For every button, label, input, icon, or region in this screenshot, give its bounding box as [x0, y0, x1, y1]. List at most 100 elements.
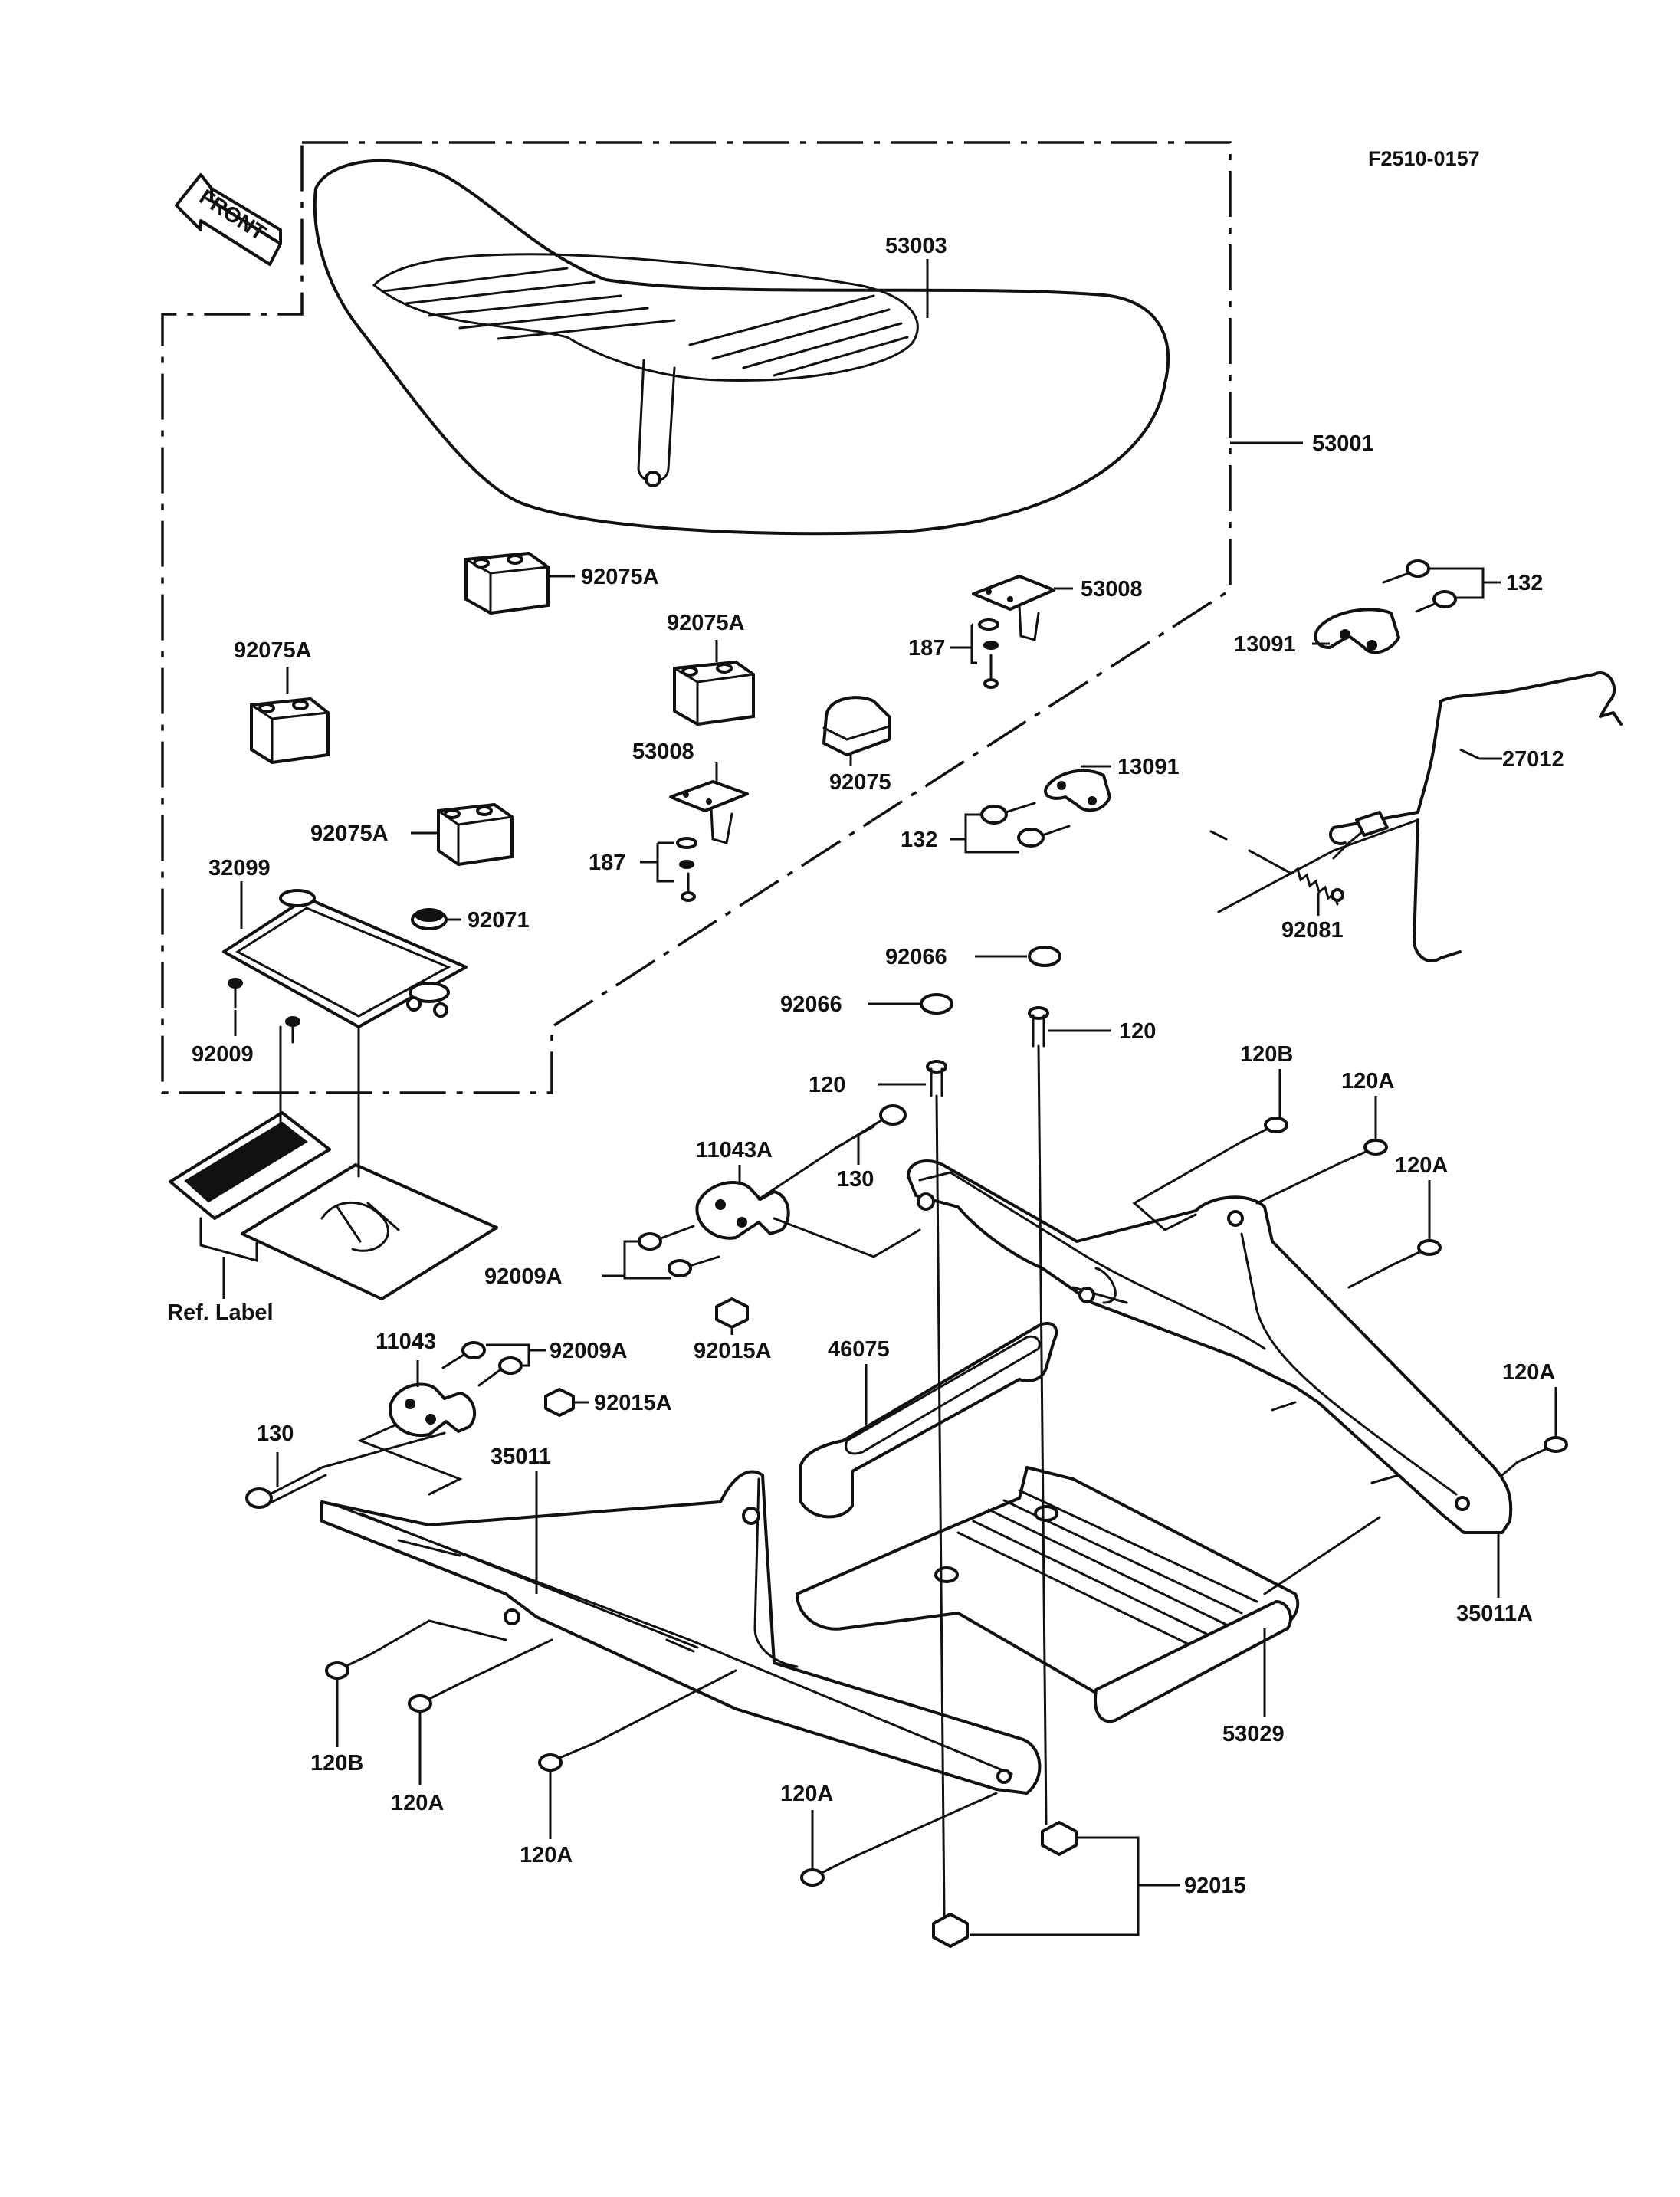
- label-bolt-92009a-upper: 92009A: [484, 1264, 563, 1289]
- label-nut-92015: 92015: [1184, 1874, 1246, 1898]
- label-hinge-bracket-a: 11043A: [696, 1138, 773, 1162]
- label-bracket-upper: 53008: [1081, 577, 1143, 602]
- damper-rubber-a-4: [437, 802, 514, 867]
- bolt-132-upper-2: [1415, 590, 1457, 613]
- alignment-lines: [320, 818, 1519, 1917]
- label-seat-cover: 53003: [885, 234, 947, 258]
- label-screw-upper: 187: [908, 636, 945, 661]
- bolt-120a-r1: [1338, 1139, 1388, 1165]
- label-hinge-middle: 13091: [1117, 755, 1180, 779]
- bolt-132-mid-1: [980, 802, 1036, 825]
- label-seat-lock-rod: 27012: [1502, 747, 1564, 772]
- seat-lock-rod: [1209, 671, 1623, 962]
- label-grab-rail: 46075: [828, 1337, 890, 1362]
- spring: [1248, 849, 1344, 906]
- hinge-bracket: [389, 1382, 477, 1438]
- label-bolt-120b-lower: 120B: [310, 1751, 363, 1776]
- damper-rubber: [822, 696, 891, 756]
- label-screw-lower: 187: [589, 851, 625, 875]
- label-damper-2: 92075A: [667, 611, 745, 635]
- label-cap-1: 92066: [885, 945, 947, 969]
- bolt-132-mid-2: [1017, 825, 1071, 848]
- label-side-frame-a: 35011A: [1456, 1602, 1533, 1626]
- cap-2: [920, 993, 953, 1015]
- bolt-120b-lower: [325, 1652, 373, 1680]
- cap-1: [1028, 946, 1061, 967]
- label-seat-assy: 53001: [1312, 431, 1374, 456]
- bolt-120a-r2: [1392, 1239, 1442, 1266]
- bolt-92009-2: [285, 1016, 300, 1044]
- grommet: [411, 908, 448, 930]
- label-bolt-120a-r3: 120A: [1502, 1360, 1555, 1385]
- tray: [222, 889, 468, 1028]
- bolt-132-upper-1: [1382, 559, 1430, 584]
- label-bolt-132-mid: 132: [901, 828, 937, 852]
- label-nut-92015a-upper: 92015A: [694, 1339, 772, 1363]
- nut-92015-1: [1041, 1821, 1078, 1856]
- label-bolt-132-upper: 132: [1506, 571, 1543, 595]
- rack: [796, 1466, 1300, 1723]
- nut-92015-2: [932, 1913, 969, 1948]
- damper-rubber-a-1: [464, 551, 550, 615]
- bolt-92009a-1: [638, 1225, 695, 1251]
- label-bolt-120-b: 120: [809, 1073, 845, 1097]
- bolt-120a-l2: [538, 1742, 596, 1772]
- label-bolt-92009: 92009: [192, 1042, 254, 1067]
- side-frame-a: [907, 1159, 1513, 1534]
- reference-label: [169, 1111, 498, 1300]
- label-bolt-130-lower: 130: [257, 1421, 294, 1446]
- label-hinge-upper: 13091: [1234, 632, 1296, 657]
- figure-code: F2510-0157: [1368, 147, 1480, 170]
- bolt-120a-r3: [1516, 1436, 1568, 1464]
- label-bolt-120a-l2: 120A: [520, 1843, 573, 1867]
- label-damper-1: 92075A: [581, 565, 659, 589]
- hinge-middle: [1044, 769, 1111, 812]
- label-bolt-120a-r2: 120A: [1395, 1153, 1448, 1178]
- label-side-frame: 35011: [491, 1444, 551, 1469]
- bolt-120-b: [926, 1060, 947, 1097]
- label-damper: 92075: [829, 770, 891, 795]
- bracket-lower: [669, 780, 749, 844]
- label-bolt-120a-r1: 120A: [1341, 1069, 1394, 1094]
- seat: [313, 159, 1170, 536]
- label-bolt-130-upper: 130: [837, 1167, 874, 1192]
- bracket-upper: [972, 575, 1055, 641]
- damper-rubber-a-3: [250, 697, 330, 765]
- label-bolt-92009a-lower: 92009A: [550, 1339, 628, 1363]
- damper-rubber-a-2: [673, 660, 755, 726]
- nut-92015a-lower: [544, 1388, 575, 1417]
- label-bracket-lower: 53008: [632, 739, 694, 764]
- label-bolt-120b-upper: 120B: [1240, 1042, 1293, 1067]
- bolt-130-upper: [830, 1104, 907, 1153]
- label-spring: 92081: [1281, 918, 1344, 943]
- nut-92015a-upper: [715, 1297, 749, 1329]
- assembly-outline: [161, 141, 1232, 1094]
- label-rack: 53029: [1222, 1722, 1285, 1746]
- bolt-120-a: [1028, 1006, 1049, 1048]
- bolt-130-lower: [245, 1466, 327, 1509]
- label-cap-2: 92066: [780, 992, 842, 1017]
- label-nut-92015a-lower: 92015A: [594, 1391, 672, 1415]
- hinge-bracket-a: [695, 1181, 790, 1240]
- label-bolt-120a-l3: 120A: [780, 1782, 833, 1806]
- bolt-92009a-2: [668, 1255, 720, 1277]
- label-bolt-120-a: 120: [1119, 1019, 1156, 1044]
- bolt-120a-l1: [408, 1683, 460, 1713]
- bolt-120b-upper: [1240, 1117, 1288, 1143]
- bolt-92009a-3: [441, 1341, 486, 1369]
- screw-187-upper: [978, 618, 999, 689]
- label-bolt-120a-l1: 120A: [391, 1791, 444, 1815]
- label-damper-4: 92075A: [310, 821, 389, 846]
- front-arrow-icon: FRONT: [175, 173, 282, 266]
- label-tray: 32099: [208, 856, 271, 880]
- grab-rail: [799, 1321, 1058, 1519]
- label-grommet: 92071: [468, 908, 530, 933]
- screw-187-lower: [676, 837, 697, 902]
- hinge-upper: [1314, 608, 1400, 654]
- bolt-92009a-4: [477, 1356, 523, 1387]
- label-hinge-bracket: 11043: [376, 1330, 436, 1354]
- side-frame: [320, 1470, 1042, 1795]
- label-damper-3: 92075A: [234, 638, 312, 663]
- bolt-92009-1: [228, 978, 243, 1009]
